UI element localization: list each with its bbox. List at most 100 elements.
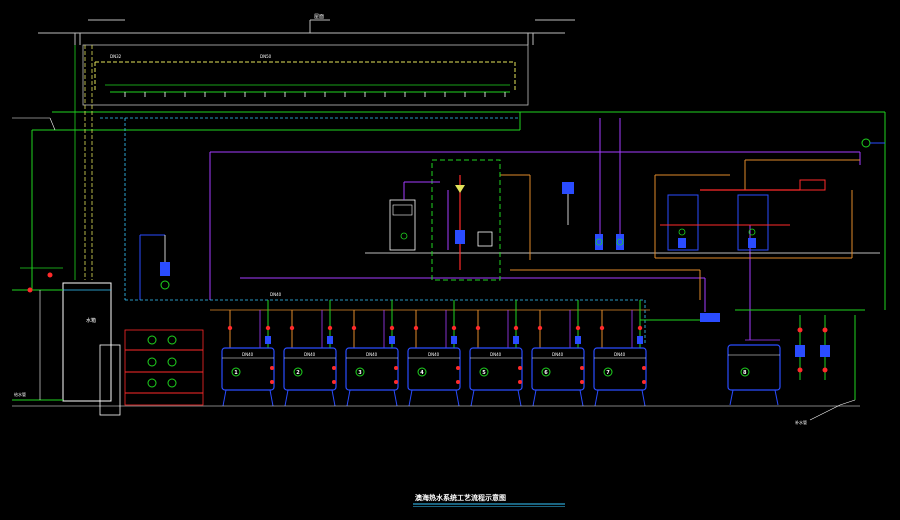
circulation-pump-manifold [99,234,204,416]
storage-tank: 1 DN40 [221,300,275,407]
drawing-title-block: 澳海热水系统工艺流程示意图 [413,493,565,507]
tank-number: 5 [482,370,486,376]
valve-icon [332,366,336,370]
outlet-label: 补水管 [795,419,807,425]
pump-icon [513,336,519,344]
upper-right-pumps [562,138,885,251]
roof-structure: 屋面 [38,14,575,106]
tank-body [407,347,461,391]
valve-icon [270,366,274,370]
valve-icon [580,366,584,370]
storage-tank: 7 DN40 [593,300,647,407]
tank-pipe-tag: DN40 [490,352,502,357]
tank-number-circle [479,367,489,377]
tank-leg [594,389,599,407]
tank-leg [470,389,475,407]
tank-leg [269,389,274,407]
pump-icon [637,336,643,344]
tank-number: 3 [358,370,362,376]
tank-body [283,347,337,391]
valve-icon [451,325,457,331]
tank-number-circle [603,367,613,377]
tank-number-circle [355,367,365,377]
tank-leg [393,389,398,407]
tank-pipe-tag: DN40 [614,352,626,357]
valve-icon [456,380,460,384]
storage-tank: 3 DN40 [345,300,399,407]
left-tank-label: 水箱 [86,317,96,324]
right-valve-group: 补水管 [795,315,856,425]
valve-icon [580,380,584,384]
tank-pipe-tag: DN40 [304,352,316,357]
tank-number-circle [541,367,551,377]
valve-icon [332,380,336,384]
tank-number: 1 [234,370,238,376]
valve-icon [227,325,233,331]
tank-body [593,347,647,391]
tank-leg [455,389,460,407]
buffer-tank-number: 8 [743,370,747,376]
valve-icon [599,325,605,331]
left-water-tank: 水箱 给水管 [12,117,112,402]
tank-body [221,347,275,391]
valve-icon [513,325,519,331]
tank-leg [641,389,646,407]
valve-icon [518,366,522,370]
valve-icon [518,380,522,384]
tank-leg [408,389,413,407]
tank-leg [222,389,227,407]
storage-tank: 4 DN40 [407,300,461,407]
pump-icon [327,336,333,344]
tank-leg [331,389,336,407]
tank-number: 2 [296,370,300,376]
tank-number: 4 [420,370,424,376]
tank-pipe-tag: DN40 [552,352,564,357]
valve-icon [456,366,460,370]
tank-pipe-tag: DN40 [366,352,378,357]
collector-array: DN50 DN32 [94,54,516,97]
inlet-label: 给水管 [14,391,26,397]
tank-pipe-tag: DN40 [242,352,254,357]
storage-tank: 5 DN40 [469,300,523,407]
tank-body [345,347,399,391]
valve-icon [351,325,357,331]
valve-icon [413,325,419,331]
storage-tank-row: 1 DN40 2 DN40 3 DN40 4 DN40 5 DN40 6 DN40 7 DN40 [221,300,647,407]
buffer-tank: 8 [727,344,781,406]
tank-number-circle [417,367,427,377]
main-supply-pipes [31,45,886,340]
tank-body [469,347,523,391]
valve-icon [642,380,646,384]
pump-icon [451,336,457,344]
tank-leg [532,389,537,407]
tank-leg [517,389,522,407]
storage-tank: 6 DN40 [531,300,585,407]
valve-icon [537,325,543,331]
valve-icon [394,380,398,384]
tank-row-headers: DN40 [125,292,865,345]
storage-tank: 2 DN40 [283,300,337,407]
valve-icon [265,325,271,331]
valve-icon [575,325,581,331]
drawing-title: 澳海热水系统工艺流程示意图 [415,493,506,502]
valve-icon [642,366,646,370]
pipe-tag-top2: DN32 [110,54,122,59]
pump-icon [265,336,271,344]
tank-number-circle [231,367,241,377]
pump-icon [575,336,581,344]
tank-leg [284,389,289,407]
tank-number-circle [293,367,303,377]
pipe-tag-mid: DN40 [270,292,282,297]
tank-pipe-tag: DN40 [428,352,440,357]
heat-exchanger-enclosure [389,159,501,281]
valve-icon [637,325,643,331]
tank-number: 6 [544,370,548,376]
valve-icon [475,325,481,331]
tank-body [531,347,585,391]
valve-icon [270,380,274,384]
valve-icon [389,325,395,331]
tank-leg [579,389,584,407]
tank-number: 7 [606,370,610,376]
